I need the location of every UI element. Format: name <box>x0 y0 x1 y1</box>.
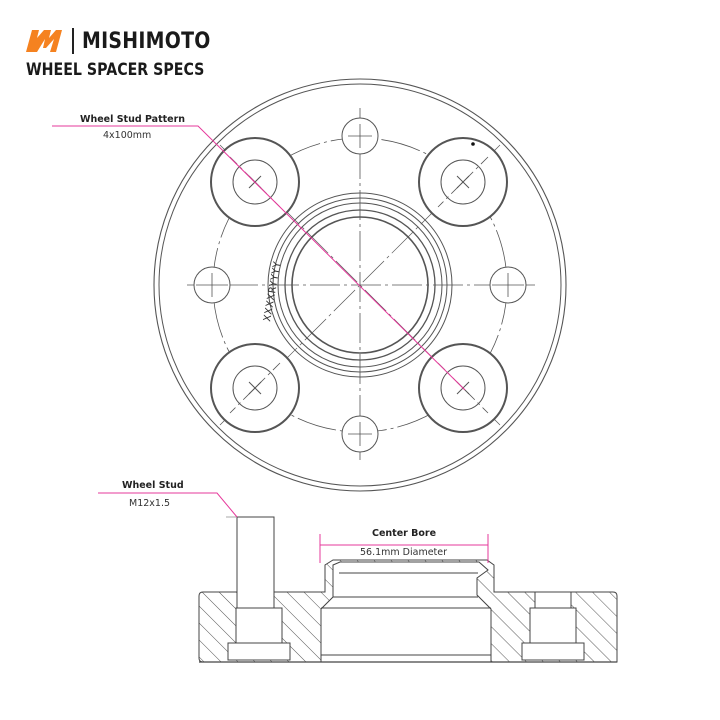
label-center-bore-title: Center Bore <box>372 528 437 539</box>
dimension-center-bore <box>319 534 489 563</box>
label-stud-pattern-value: 4x100mm <box>103 130 152 141</box>
label-center-bore-value: 56.1mm Diameter <box>360 547 448 558</box>
mishimoto-logo-icon <box>26 30 62 52</box>
front-view <box>153 78 567 492</box>
label-stud-pattern-title: Wheel Stud Pattern <box>80 114 186 125</box>
brand-name: MISHIMOTO <box>82 28 211 54</box>
part-marking: XXXXRYYYY <box>262 260 284 322</box>
leader-wheel-stud <box>98 492 238 518</box>
section-view <box>198 516 618 663</box>
page-title: WHEEL SPACER SPECS <box>26 60 205 79</box>
leader-stud-pattern <box>52 125 466 391</box>
brand-header: MISHIMOTO <box>26 28 232 54</box>
label-wheel-stud-value: M12x1.5 <box>129 498 171 509</box>
label-wheel-stud-title: Wheel Stud <box>122 480 184 491</box>
brand-divider <box>72 28 74 54</box>
